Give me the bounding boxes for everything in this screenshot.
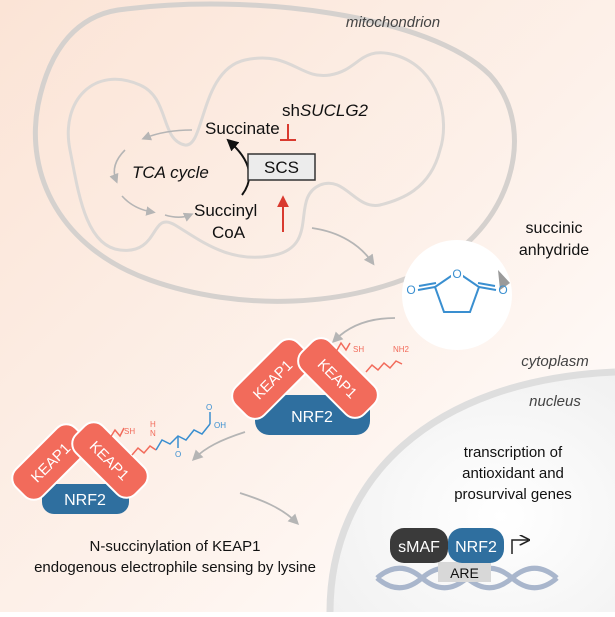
are-box [438,562,491,582]
mitochondrion-label: mitochondrion [346,14,440,31]
smaf-box [390,528,448,563]
upper-cys-sh: SH [353,345,364,354]
nrf2-lower-label: NRF2 [64,492,106,509]
upper-side-chains [335,341,403,373]
nrf2-upper-label: NRF2 [291,409,333,426]
keap1-dimer-upper: NRF2 KEAP1 KEAP1 SH NH2 [231,337,410,435]
transcription-start-arrow [511,540,528,554]
scs-label: SCS [264,158,299,177]
lower-cys-chain [109,427,125,439]
bubble-pointer [498,270,510,290]
acid-o: O [206,403,212,412]
tca-cycle-label: TCA cycle [132,163,209,182]
succinyl-chain [155,423,211,451]
succinic-anhydride-bubble [402,240,512,350]
caption-line1: N-succinylation of KEAP1 [90,538,261,555]
flux-arrow-3 [191,431,246,462]
amide-h: H [150,420,156,429]
upper-lys-nh2: NH2 [393,345,410,354]
nrf2-lower-box [42,484,129,514]
succinyl-label: Succinyl [194,201,257,220]
nucleus-label: nucleus [529,393,581,410]
acid-oh: OH [214,421,226,430]
lower-cys-sh: SH [124,427,135,436]
amide-o: O [175,450,181,459]
mitochondrion-cristae [66,51,446,259]
flux-arrow-1 [311,227,375,266]
lower-lys-chain [131,445,157,456]
are-label: ARE [450,565,479,581]
coa-label: CoA [212,223,246,242]
nrf2-nuclear-label: NRF2 [455,539,497,556]
anhydride-label: anhydride [519,242,589,259]
suclg2-gene: SUCLG2 [300,101,369,120]
keap1-upper-right: KEAP1 [297,337,379,419]
mitochondrion-outer-membrane [32,1,517,304]
transcription-line3: prosurvival genes [454,486,572,503]
nrf2-nuclear-box [448,528,504,563]
amide-n: N [150,429,156,438]
inhibition-mark [280,124,296,141]
ring-o-mask [451,266,463,280]
succinic-anhydride-structure [417,270,497,313]
tca-cycle-arrows [109,129,194,222]
carbonyl-oxygen-right: O [498,283,507,297]
flux-arrow-2 [331,317,396,344]
scs-enzyme-box [247,153,316,181]
succinate-label: Succinate [205,119,280,138]
shsuclg2-label: shSUCLG2 [282,101,369,120]
carbonyl-oxygen-left: O [406,283,415,297]
cytoplasm-label: cytoplasm [521,353,589,370]
sh-prefix: sh [282,101,300,120]
succinic-label: succinic [526,220,583,237]
nuclear-envelope [326,368,615,613]
transcription-line1: transcription of [464,444,563,461]
transcription-line2: antioxidant and [462,465,564,482]
caption-line2: endogenous electrophile sensing by lysin… [34,559,316,576]
flux-arrow-4 [239,492,300,526]
smaf-label: sMAF [398,539,440,556]
ring-oxygen: O [452,267,461,281]
